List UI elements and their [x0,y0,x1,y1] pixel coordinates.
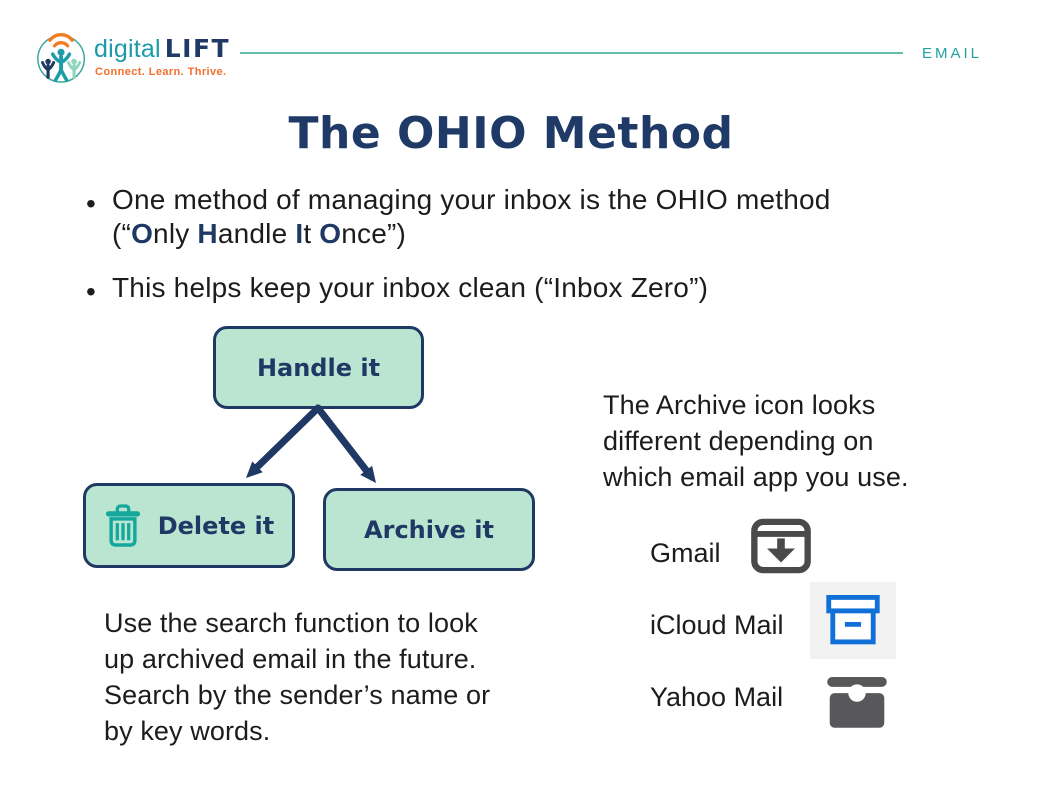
arrow-to-delete [254,404,322,471]
brand-word-lift: LIFT [164,34,231,63]
person-center-icon [50,48,72,82]
digitallift-logo-mark [36,26,88,86]
arrowhead-archive-icon [360,465,376,483]
gmail-archive-icon [751,518,811,574]
bullet1-line2-text: nce”) [341,218,407,249]
icloud-archive-icon [826,594,880,645]
ohio-letter-h: H [197,218,218,249]
people-circle-icon [37,33,86,83]
wifi-signal-icon [48,33,74,48]
bullet1-line2: (“Only Handle It Once”) [112,218,406,250]
search-tip: Use the search function to look up archi… [104,608,490,752]
archive-note-line: The Archive icon looks [603,390,876,420]
header-divider-line [240,52,903,54]
bullet-marker: • [86,276,96,307]
ohio-letter-o2: O [319,218,342,249]
arrow-to-archive [314,404,370,474]
search-tip-line: Use the search function to look [104,608,478,638]
flow-arrows [246,404,376,483]
bullet1-line2-text: nly [153,218,198,249]
arrowhead-delete-icon [246,461,263,478]
search-tip-line: Search by the sender’s name or [104,680,491,710]
person-left-icon [41,58,56,79]
ohio-letter-i: I [295,218,304,249]
section-label-email: EMAIL [922,45,983,62]
archive-note-line: different depending on [603,426,874,456]
person-right-icon [67,58,82,79]
flow-box-delete-it: Delete it [83,483,295,568]
page-title: The OHIO Method [288,108,734,159]
app-label-gmail: Gmail [650,538,721,568]
flow-box-archive-label: Archive it [364,515,494,544]
brand-word-digital: digital [94,35,161,63]
flow-box-handle-label: Handle it [256,353,381,382]
bullet2-text: This helps keep your inbox clean (“Inbox… [112,272,709,303]
flow-box-archive-it: Archive it [323,488,535,571]
archive-note: The Archive icon looks different dependi… [603,390,909,498]
bullet1-line1: One method of managing your inbox is the… [112,184,831,215]
bullet-marker: • [86,188,96,219]
app-label-yahoo: Yahoo Mail [650,682,784,712]
flow-box-handle-it: Handle it [213,326,424,409]
brand-tagline: Connect. Learn. Thrive. [95,66,227,78]
search-tip-line: by key words. [104,716,271,746]
yahoo-archive-icon [827,676,887,728]
flow-box-delete-label: Delete it [157,511,275,540]
search-tip-line: up archived email in the future. [104,644,477,674]
bullet1-line2-text: (“ [112,218,132,249]
bullet1-line2-text: andle [217,218,296,249]
bullet1-line2-text: t [303,218,320,249]
ohio-letter-o1: O [131,218,154,249]
trash-icon [105,503,140,547]
app-label-icloud: iCloud Mail [650,610,784,640]
archive-note-line: which email app you use. [603,462,909,492]
